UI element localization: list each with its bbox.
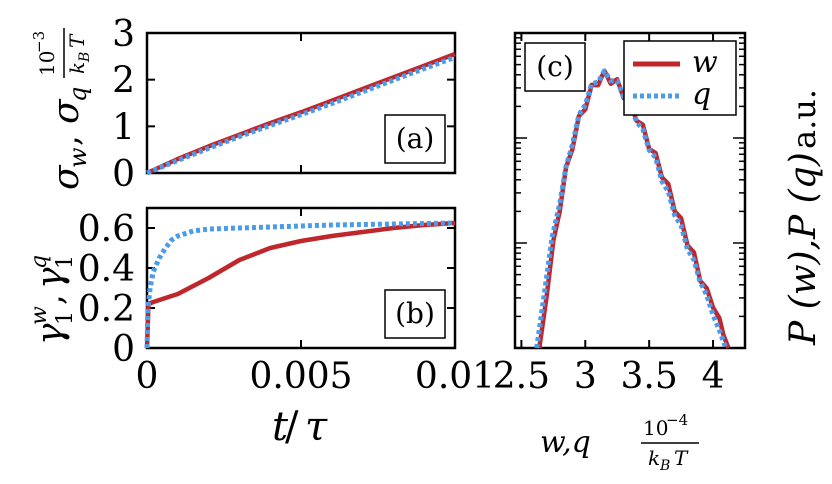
b-series-line-w: [144, 220, 456, 349]
panel-a: 0 1 2 3 (a): [112, 14, 457, 195]
a-ylabel-exp: −3: [30, 31, 48, 53]
a-ylabel-sigma-w: σ: [46, 164, 87, 190]
panel-a-ylabel: σ w , σ q 10 −3 k B T: [30, 28, 93, 190]
b-ylabel-gamma-w: γ: [30, 323, 71, 345]
panel-a-y-ticks: 0 1 2 3: [112, 14, 455, 195]
b-ylabel-sup-q: q: [27, 255, 52, 269]
panel-c-tag-text: (c): [536, 50, 574, 83]
xlabel-slash: /: [285, 404, 299, 450]
a-ylabel-sub-w: w: [64, 147, 92, 168]
a-ylabel-sigma-q: σ: [46, 98, 87, 124]
panel-c-legend: w q: [623, 40, 737, 116]
c-xlabel-den-T: T: [674, 446, 689, 470]
panel-b-y-ticks: 00.20.40.6: [78, 209, 455, 370]
c-xtick-label-3: 4: [702, 356, 725, 397]
b-ylabel-sub-1: 1: [53, 311, 78, 325]
x-label-t-tau: t / τ: [272, 404, 328, 450]
a-ylabel-comma: ,: [47, 135, 87, 146]
b-ylabel-sub-1b: 1: [53, 255, 78, 269]
b-ylabel-comma: ,: [31, 294, 71, 305]
b-ytick-label-3: 0.6: [78, 209, 135, 250]
a-ytick-label-0: 0: [112, 154, 135, 195]
panel-b-series: [144, 220, 456, 349]
c-xlabel-den-k: k: [648, 446, 660, 470]
c-ylabel-unit: a.u.: [785, 89, 823, 149]
panel-b: 00.20.40.6 0 0.005 0.01 (b): [78, 206, 495, 397]
panel-b-tag-text: (b): [395, 297, 435, 330]
legend-q-label: q: [692, 77, 711, 112]
panel-c-y-log-ticks: [515, 37, 745, 349]
a-ytick-label-3: 3: [112, 14, 135, 55]
legend-box: [623, 40, 737, 116]
a-ylabel-den-B: B: [77, 52, 93, 63]
c-xtick-label-2: 3.5: [621, 356, 678, 397]
a-ylabel-sub-q: q: [64, 87, 92, 102]
a-ylabel-den-k: k: [65, 62, 89, 74]
xlabel-t: t: [272, 404, 289, 450]
panel-c: 2.5 3 3.5 4 (c) w q: [493, 31, 747, 397]
c-ylabel-main: P (w),P (q): [783, 152, 824, 346]
panel-b-x-ticks: 0 0.005 0.01: [136, 208, 495, 397]
b-series-line-q: [144, 220, 456, 349]
b-ytick-label-0: 0: [112, 329, 135, 370]
panel-b-ylabel: γ w 1 , γ q 1: [27, 255, 78, 345]
panel-b-tag: (b): [384, 289, 446, 339]
b-xtick-label-1: 0.005: [249, 356, 352, 397]
panel-c-x-ticks: 2.5 3 3.5 4: [493, 33, 725, 397]
panel-a-tag: (a): [384, 114, 446, 164]
panel-c-xlabel: w,q 10 −4 k B T: [540, 411, 699, 474]
b-ytick-label-2: 0.4: [78, 249, 135, 290]
c-xlabel-num: 10: [643, 416, 668, 440]
c-xtick-label-0: 2.5: [493, 356, 550, 397]
b-ytick-label-1: 0.2: [78, 289, 135, 330]
panel-a-tag-text: (a): [396, 122, 435, 155]
a-ytick-label-1: 1: [112, 107, 135, 148]
c-xtick-label-1: 3: [574, 356, 597, 397]
panel-c-tag: (c): [524, 42, 586, 92]
panel-c-frame: [513, 31, 747, 350]
b-xtick-label-2: 0.01: [415, 356, 495, 397]
a-ylabel-den-T: T: [65, 33, 89, 48]
a-series-line-w: [146, 51, 456, 176]
b-ylabel-sup-w: w: [27, 306, 52, 325]
panel-a-series: [146, 51, 456, 176]
c-xlabel-exp: −4: [666, 411, 688, 429]
panel-b-tag-box: [384, 289, 446, 339]
panel-c-tag-box: [524, 42, 586, 92]
c-xlabel-wq: w,q: [540, 425, 591, 460]
legend-w-label: w: [692, 45, 718, 80]
a-series-line-q: [146, 54, 456, 176]
a-ylabel-num: 10: [35, 51, 59, 76]
c-xlabel-den-B: B: [659, 458, 670, 474]
xlabel-tau: τ: [305, 404, 328, 450]
b-xtick-label-0: 0: [136, 356, 159, 397]
b-ylabel-gamma-q: γ: [30, 267, 71, 289]
panel-a-tag-box: [384, 114, 446, 164]
a-ytick-label-2: 2: [112, 61, 135, 102]
panel-c-ylabel: P (w),P (q) a.u.: [783, 89, 824, 346]
